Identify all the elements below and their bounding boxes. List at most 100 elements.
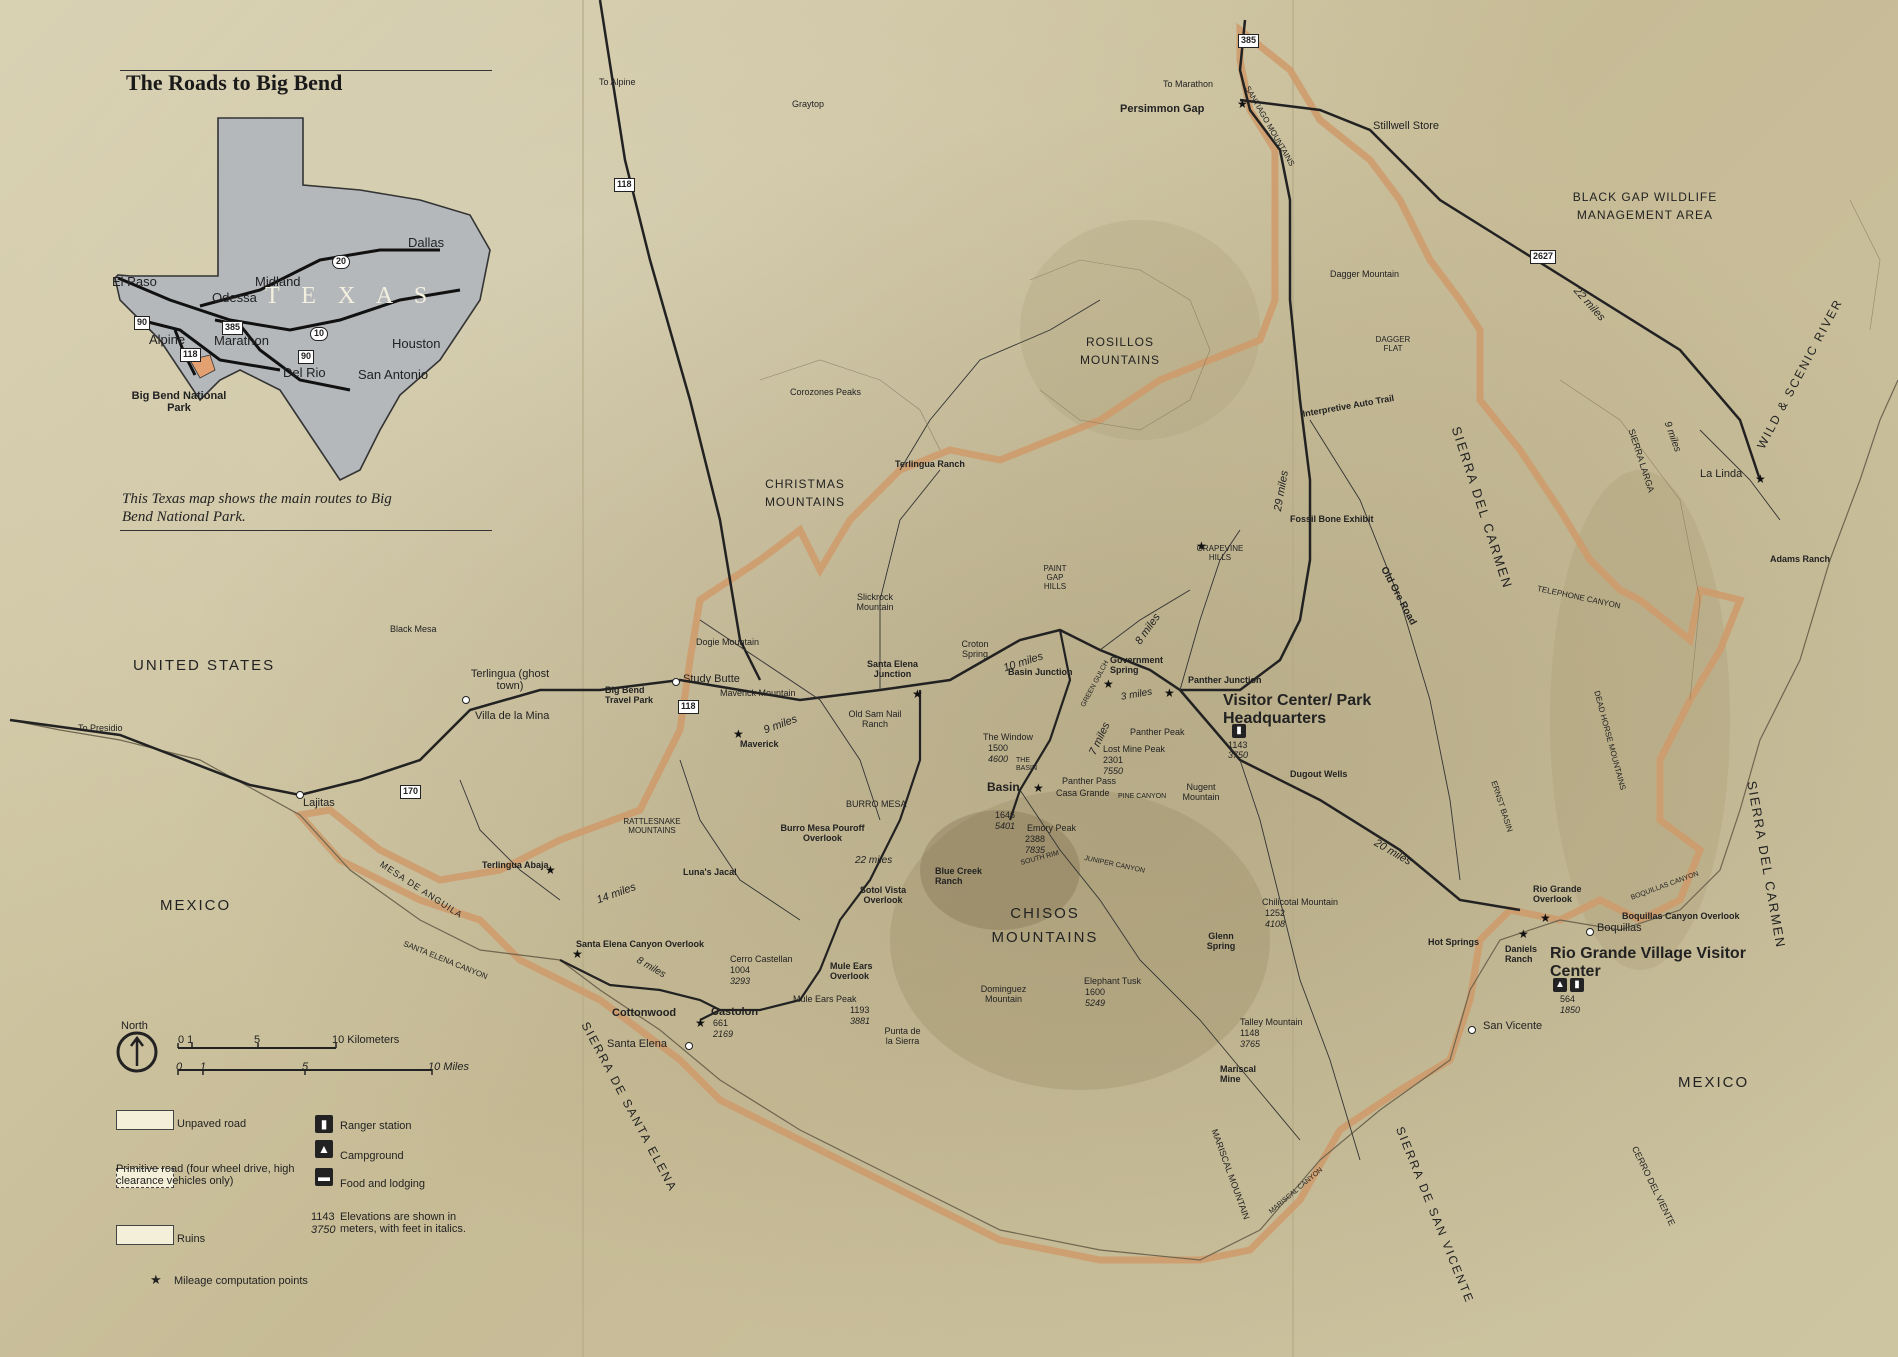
region-rattlesnake-mountains: RATTLESNAKE MOUNTAINS (623, 817, 681, 835)
region-mexico-west: MEXICO (160, 897, 232, 914)
inset-city-dallas: Dallas (408, 235, 445, 250)
region-dagger-flat: DAGGER FLAT (1375, 335, 1411, 353)
place-dogie-mountain: Dogie Mountain (696, 637, 760, 647)
place-emory-ft: 7835 (1025, 845, 1046, 855)
place-santa-elena: Santa Elena (607, 1038, 667, 1050)
inset-state-label: T E X A S (265, 283, 436, 309)
place-stillwell-store: Stillwell Store (1373, 120, 1440, 132)
legend-mi-tick-0: 0 (176, 1061, 183, 1073)
place-visitor-center: Visitor Center/ Park Headquarters (1223, 692, 1372, 727)
region-christmas-mountains: CHRISTMAS MOUNTAINS (764, 477, 846, 509)
inset-park-label: Big Bend National Park (131, 390, 227, 415)
place-slickrock-mountain: Slickrock Mountain (856, 592, 894, 612)
svg-text:★: ★ (1033, 781, 1044, 795)
place-to-marathon: To Marathon (1163, 79, 1214, 89)
place-terlingua-ghost-town: Terlingua (ghost town) (470, 668, 550, 693)
place-boquillas-canyon-overlook: Boquillas Canyon Overlook (1622, 911, 1740, 921)
region-rosillos-mountains: ROSILLOS MOUNTAINS (1079, 335, 1161, 367)
place-san-vicente: San Vicente (1483, 1020, 1543, 1032)
place-sotol-vista-overlook: Sotol Vista Overlook (859, 885, 907, 905)
legend-elevation-note: Elevations are shown in meters, with fee… (340, 1211, 466, 1236)
place-cc-m: 1004 (730, 965, 751, 975)
legend-ranger: Ranger station (340, 1120, 412, 1132)
place-window-m: 1500 (988, 743, 1009, 753)
inset-shield-90b: 90 (298, 350, 315, 364)
place-punta-de-la-sierra: Punta de la Sierra (884, 1026, 921, 1046)
legend-km-scale: 10 Kilometers (332, 1034, 400, 1046)
place-talley-ft: 3765 (1240, 1039, 1261, 1049)
place-the-basin-small: THE BASIN (1016, 757, 1038, 772)
ranger-station-icon: ▮ (315, 1115, 333, 1133)
shield-2627: 2627 (1530, 250, 1557, 264)
inset-caption: This Texas map shows the main routes to … (122, 491, 392, 525)
place-maverick-mountain: Maverick Mountain (720, 688, 796, 698)
inset-top-rule (120, 70, 492, 71)
place-chilicotal-mountain: Chilicotal Mountain (1262, 897, 1339, 907)
legend-mi-tick-5: 5 (302, 1061, 309, 1073)
place-mule-ears-overlook: Mule Ears Overlook (830, 961, 873, 981)
place-elephant-tusk: Elephant Tusk (1084, 976, 1142, 986)
place-panther-pass: Panther Pass (1062, 776, 1117, 786)
place-vc-elev-ft: 3750 (1228, 750, 1249, 760)
inset-city-el-paso: El Paso (112, 274, 157, 289)
place-pine-canyon: PINE CANYON (1118, 793, 1167, 800)
svg-text:★: ★ (1237, 97, 1248, 111)
place-glenn-spring: Glenn Spring (1206, 931, 1236, 951)
svg-text:★: ★ (695, 1016, 706, 1030)
region-paint-gap-hills: PAINT GAP HILLS (1043, 564, 1067, 591)
place-boquillas: Boquillas (1597, 922, 1642, 934)
place-lost-mine-m: 2301 (1103, 755, 1124, 765)
place-mep-m: 1193 (850, 1005, 870, 1015)
place-santa-elena-canyon-overlook: Santa Elena Canyon Overlook (576, 939, 705, 949)
inset-shield-10: 10 (310, 327, 329, 341)
place-et-m: 1600 (1085, 987, 1106, 997)
place-basin: Basin (987, 780, 1020, 794)
place-croton-spring: Croton Spring (961, 639, 989, 659)
place-cc-ft: 3293 (730, 976, 751, 986)
place-panther-peak: Panther Peak (1130, 727, 1185, 737)
place-mariscal-mine: Mariscal Mine (1220, 1064, 1257, 1084)
place-et-ft: 5249 (1085, 998, 1106, 1008)
place-cast-ft: 2169 (713, 1029, 734, 1039)
rgv-campground-icon: ▲ (1553, 978, 1567, 992)
place-nugent-mountain: Nugent Mountain (1182, 782, 1220, 802)
place-persimmon-gap: Persimmon Gap (1120, 103, 1205, 115)
svg-text:★: ★ (1755, 472, 1766, 486)
place-cast-m: 661 (713, 1018, 729, 1028)
shield-118-south: 118 (678, 700, 699, 714)
place-big-bend-travel-park: Big Bend Travel Park (605, 685, 654, 705)
place-terlingua-abaja: Terlingua Abaja (482, 860, 549, 870)
place-graytop: Graytop (792, 99, 825, 109)
place-rio-grande-overlook: Rio Grande Overlook (1533, 884, 1582, 904)
region-grapevine-hills: GRAPEVINE HILLS (1196, 544, 1244, 562)
place-blue-creek-ranch: Blue Creek Ranch (935, 866, 983, 886)
region-burro-mesa: BURRO MESA (846, 799, 907, 809)
inset-city-san-antonio: San Antonio (358, 367, 429, 382)
inset-city-odessa: Odessa (212, 290, 257, 305)
place-cerro-castellan: Cerro Castellan (730, 954, 793, 964)
place-mule-ears-peak: Mule Ears Peak (793, 994, 857, 1004)
legend-km-tick-0: 0 1 (178, 1034, 194, 1046)
inset-city-alpine: Alpine (149, 332, 186, 347)
place-mep-ft: 3881 (850, 1016, 871, 1026)
place-burro-mesa-pouroff: Burro Mesa Pouroff Overlook (780, 823, 865, 843)
region-chisos-mountains: CHISOS MOUNTAINS (991, 905, 1099, 946)
inset-title: The Roads to Big Bend (126, 70, 343, 95)
place-government-spring: Government Spring (1110, 655, 1164, 675)
place-basin-junction: Basin Junction (1008, 667, 1073, 677)
place-casa-grande: Casa Grande (1056, 788, 1110, 798)
place-vc-elev-m: 1143 (1228, 740, 1248, 750)
legend-km-tick-5: 5 (254, 1034, 261, 1046)
place-cottonwood: Cottonwood (612, 1007, 677, 1019)
svg-text:★: ★ (545, 863, 556, 877)
svg-text:★: ★ (1518, 927, 1529, 941)
legend-mi-tick-1: 1 (200, 1061, 207, 1073)
place-lost-mine-ft: 7550 (1103, 766, 1124, 776)
region-mexico-east: MEXICO (1678, 1074, 1750, 1091)
legend-ruins-swatch (116, 1225, 174, 1245)
